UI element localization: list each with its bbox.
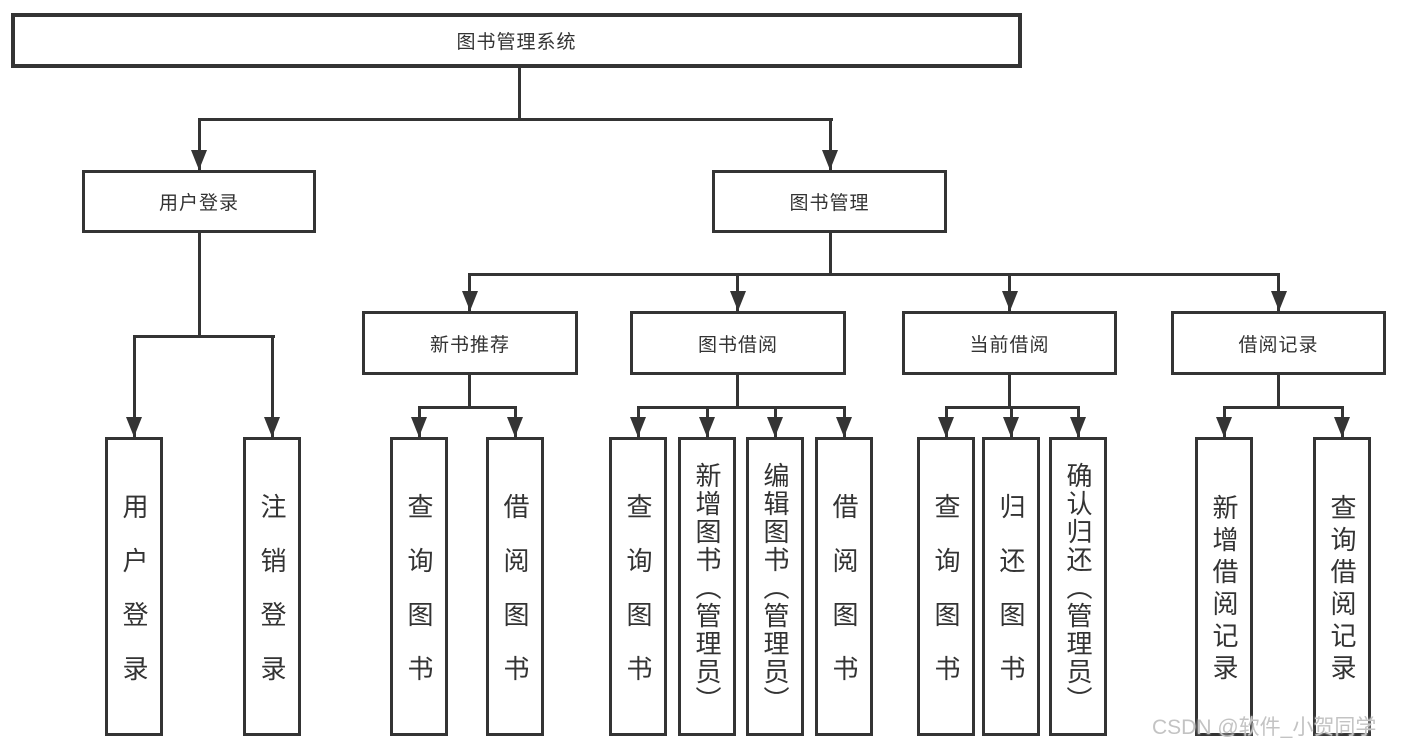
- leaf-label: 查询图书: [404, 492, 434, 709]
- node-label: 图书借阅: [697, 334, 778, 356]
- node-label: 图书管理系统: [456, 32, 577, 53]
- node-book-management-module: 图书管理: [712, 170, 947, 233]
- leaf-query-books-borrowing: 查询图书: [609, 437, 667, 736]
- connector-line: [468, 273, 1280, 276]
- arrow-down-icon: [1003, 417, 1019, 437]
- leaf-label: 确认归还（管理员）: [1063, 461, 1093, 714]
- leaf-label: 用户登录: [119, 492, 149, 709]
- arrow-down-icon: [938, 417, 954, 437]
- connector-line: [1223, 406, 1344, 409]
- connector-line: [637, 406, 846, 409]
- arrow-down-icon: [1334, 417, 1350, 437]
- arrow-down-icon: [462, 291, 478, 311]
- leaf-query-books-current: 查询图书: [917, 437, 975, 736]
- arrow-down-icon: [1002, 291, 1018, 311]
- connector-line: [829, 118, 832, 170]
- leaf-return-books: 归还图书: [982, 437, 1040, 736]
- leaf-borrow-books-borrowing: 借阅图书: [815, 437, 873, 736]
- connector-line: [468, 375, 471, 409]
- connector-line: [418, 406, 516, 409]
- leaf-user-login: 用户登录: [105, 437, 163, 736]
- arrow-down-icon: [630, 417, 646, 437]
- arrow-down-icon: [126, 417, 142, 437]
- connector-line: [736, 375, 739, 409]
- connector-line: [518, 66, 521, 121]
- node-library-management-system: 图书管理系统: [11, 13, 1022, 68]
- arrow-down-icon: [411, 417, 427, 437]
- leaf-confirm-return-admin: 确认归还（管理员）: [1049, 437, 1107, 736]
- leaf-query-borrow-record: 查询借阅记录: [1313, 437, 1371, 736]
- leaf-add-book-admin: 新增图书（管理员）: [678, 437, 736, 736]
- connector-line: [829, 233, 832, 276]
- leaf-label: 注销登录: [257, 492, 287, 709]
- connector-line: [133, 335, 275, 338]
- arrow-down-icon: [767, 417, 783, 437]
- node-book-borrowing: 图书借阅: [630, 311, 846, 375]
- arrow-down-icon: [730, 291, 746, 311]
- leaf-add-borrow-record: 新增借阅记录: [1195, 437, 1253, 736]
- node-new-book-recommendation: 新书推荐: [362, 311, 578, 375]
- arrow-down-icon: [191, 150, 207, 170]
- leaf-edit-book-admin: 编辑图书（管理员）: [746, 437, 804, 736]
- node-current-borrowing: 当前借阅: [902, 311, 1117, 375]
- leaf-label: 查询图书: [623, 492, 653, 709]
- node-label: 新书推荐: [429, 334, 510, 356]
- leaf-label: 查询图书: [931, 492, 961, 709]
- connector-line: [1008, 375, 1011, 409]
- connector-line: [198, 118, 201, 170]
- node-label: 当前借阅: [969, 334, 1050, 356]
- arrow-down-icon: [1216, 417, 1232, 437]
- node-borrowing-records: 借阅记录: [1171, 311, 1386, 375]
- node-user-login-module: 用户登录: [82, 170, 316, 233]
- connector-line: [271, 335, 274, 437]
- leaf-label: 查询借阅记录: [1327, 493, 1357, 686]
- leaf-query-books-recommend: 查询图书: [390, 437, 448, 736]
- arrow-down-icon: [822, 150, 838, 170]
- connector-line: [1277, 375, 1280, 409]
- connector-line: [198, 233, 201, 338]
- leaf-label: 新增借阅记录: [1209, 493, 1239, 686]
- connector-line: [133, 335, 136, 437]
- node-label: 用户登录: [158, 193, 239, 214]
- leaf-borrow-books-recommend: 借阅图书: [486, 437, 544, 736]
- csdn-watermark: CSDN @软件_小贺同学: [1152, 716, 1377, 739]
- arrow-down-icon: [699, 417, 715, 437]
- arrow-down-icon: [1070, 417, 1086, 437]
- leaf-label: 编辑图书（管理员）: [760, 461, 790, 714]
- leaf-logout: 注销登录: [243, 437, 301, 736]
- arrow-down-icon: [264, 417, 280, 437]
- leaf-label: 借阅图书: [829, 492, 859, 709]
- leaf-label: 新增图书（管理员）: [692, 461, 722, 714]
- connector-line: [198, 118, 833, 121]
- leaf-label: 借阅图书: [500, 492, 530, 709]
- arrow-down-icon: [836, 417, 852, 437]
- node-label: 图书管理: [789, 193, 870, 214]
- leaf-label: 归还图书: [996, 492, 1026, 709]
- arrow-down-icon: [507, 417, 523, 437]
- arrow-down-icon: [1271, 291, 1287, 311]
- node-label: 借阅记录: [1238, 334, 1319, 356]
